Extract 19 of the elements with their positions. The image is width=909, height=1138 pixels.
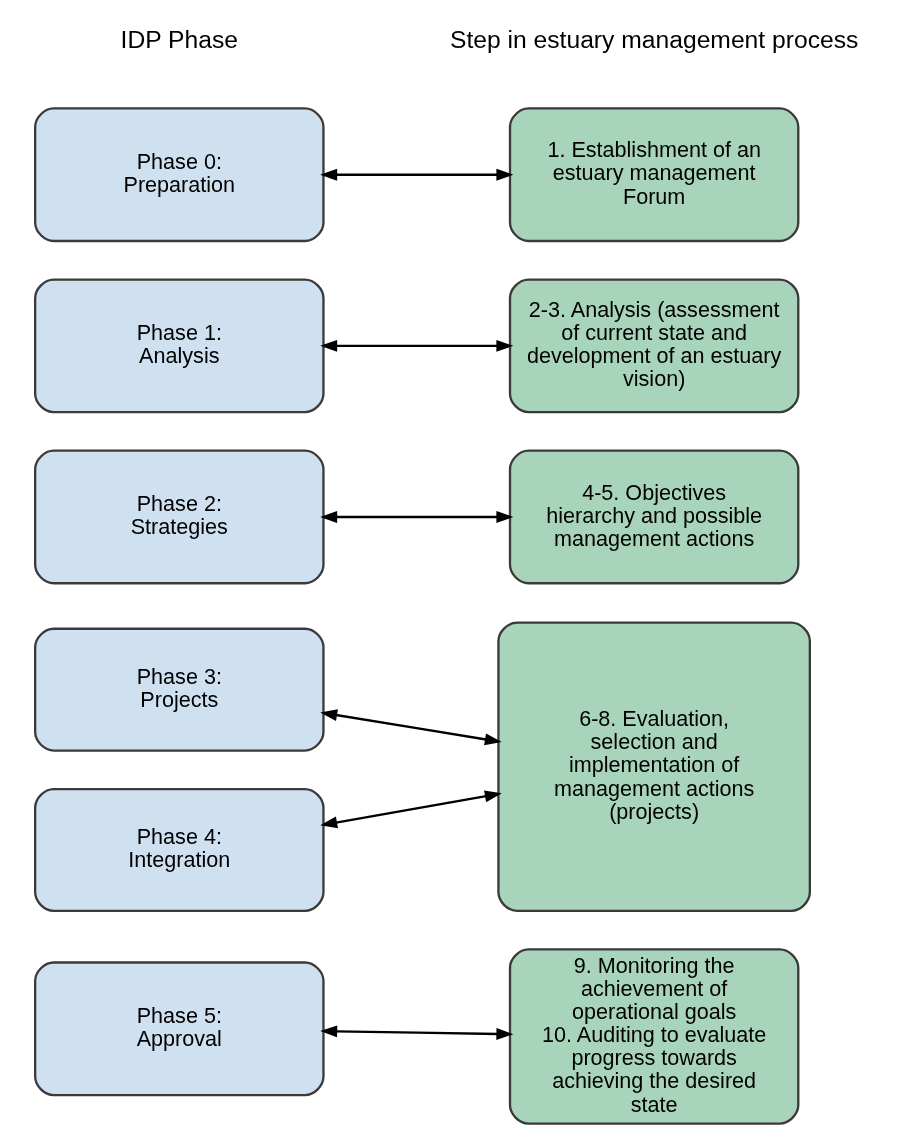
node-box: 9. Monitoring the achievement of operational goals 10. Auditing to evaluate progress towards achieving the desired state xyxy=(508,948,800,1125)
node-box: Phase 2: Strategies xyxy=(34,449,325,585)
arrow xyxy=(320,339,514,352)
arrow xyxy=(320,1025,514,1040)
arrow xyxy=(320,790,502,829)
node-box: Phase 5: Approval xyxy=(34,961,325,1097)
arrow xyxy=(320,511,514,523)
node-box: Phase 4: Integration xyxy=(34,787,325,912)
arrow xyxy=(320,168,514,181)
node-box: 6-8. Evaluation, selection and implementation of management actions (projects) xyxy=(497,621,811,912)
node-box: Phase 1: Analysis xyxy=(34,278,325,414)
node-box: Phase 0: Preparation xyxy=(34,107,325,243)
arrow xyxy=(320,709,502,746)
label: Step in estuary management process xyxy=(449,25,859,53)
node-box: 1. Establishment of an estuary management Forum xyxy=(508,107,800,243)
node-box: Phase 3: Projects xyxy=(34,627,325,752)
node-box: 2-3. Analysis (assessment of current state and development of an estuary vision) xyxy=(508,278,800,414)
label: IDP Phase xyxy=(120,25,239,53)
node-box: 4-5. Objectives hierarchy and possible management actions xyxy=(508,449,800,585)
